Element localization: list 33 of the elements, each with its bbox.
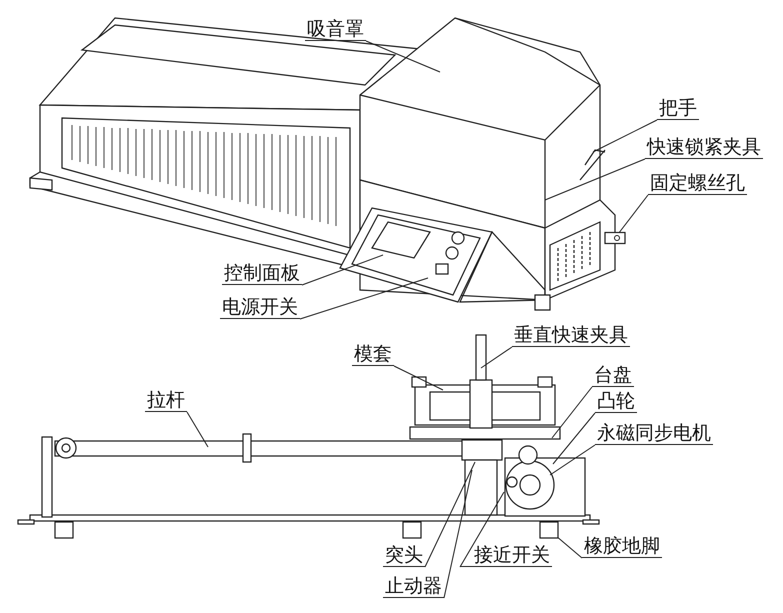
part-label: 垂直快速夹具 (512, 324, 630, 347)
part-label: 台盘 (592, 364, 634, 387)
part-label: 突头 (383, 544, 425, 567)
part-label: 凸轮 (595, 390, 637, 413)
leader-line (444, 470, 472, 598)
leader-line (394, 366, 444, 390)
leader-line (552, 412, 596, 464)
leader-line (544, 158, 646, 200)
leader-line (186, 412, 208, 448)
leader-line (300, 278, 428, 320)
leader-line (550, 444, 596, 476)
leader-line (552, 386, 592, 438)
part-label: 模套 (352, 343, 394, 366)
leader-line (460, 492, 504, 568)
part-label: 把手 (657, 97, 699, 120)
part-label: 控制面板 (222, 262, 302, 285)
part-label: 止动器 (383, 575, 444, 598)
leader-line (558, 537, 582, 558)
mounting-bracket (604, 232, 626, 244)
part-label: 吸音罩 (305, 18, 366, 41)
part-label: 拉杆 (145, 389, 187, 412)
leader-line (302, 254, 384, 286)
part-label: 电源开关 (220, 296, 300, 319)
part-label: 橡胶地脚 (582, 535, 662, 558)
part-label: 固定螺丝孔 (648, 172, 747, 195)
part-label: 永磁同步电机 (595, 422, 713, 445)
part-label: 接近开关 (460, 544, 552, 567)
part-label: 快速锁紧夹具 (645, 136, 763, 159)
leader-line (424, 462, 476, 568)
leader-line (592, 120, 658, 152)
rubber-foot (539, 521, 559, 539)
leader-line (480, 346, 512, 368)
leader-line (618, 194, 648, 233)
